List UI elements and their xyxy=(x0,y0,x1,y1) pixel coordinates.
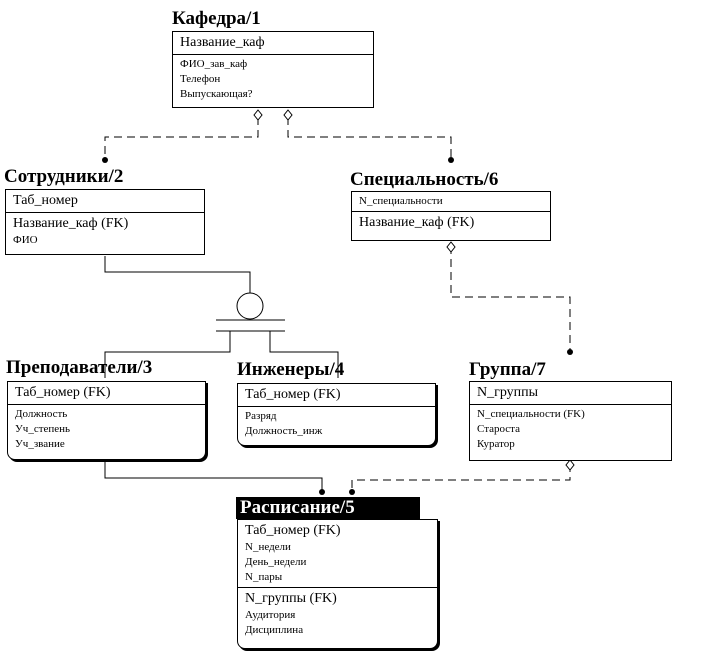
diamond-marker xyxy=(253,109,263,121)
attribute: ФИО xyxy=(13,234,38,246)
key-attribute: Таб_номер (FK) xyxy=(245,387,341,402)
attribute: N_специальности (FK) xyxy=(477,408,585,420)
rel-specialnost-gruppa xyxy=(450,246,571,352)
key-attribute: День_недели xyxy=(245,556,307,568)
entity-title-specialnost: Специальность/6 xyxy=(350,169,499,190)
entity-key-section: Название_каф xyxy=(173,32,373,54)
entity-title-inzhenery: Инженеры/4 xyxy=(237,359,345,380)
entity-attr-section: Разряд Должность_инж xyxy=(238,406,435,441)
cardinality-dot xyxy=(349,489,355,495)
attribute: Куратор xyxy=(477,438,515,450)
subtype-circle xyxy=(236,292,264,320)
rel-kafedra-specialnost xyxy=(287,117,452,160)
entity-attr-section: Название_каф (FK) xyxy=(352,211,550,234)
key-attribute: N_пары xyxy=(245,571,283,583)
attribute: Староста xyxy=(477,423,520,435)
entity-gruppa[interactable]: N_группы N_специальности (FK) Староста К… xyxy=(469,381,672,461)
attribute: Название_каф (FK) xyxy=(13,216,129,231)
cardinality-dot xyxy=(567,349,573,355)
key-attribute: N_специальности xyxy=(359,195,443,207)
entity-key-section: Таб_номер (FK) xyxy=(238,384,435,406)
rel-prepodavateli-raspisanie xyxy=(104,462,323,492)
cardinality-dot xyxy=(102,157,108,163)
cardinality-dot xyxy=(319,489,325,495)
entity-attr-section: Название_каф (FK) ФИО xyxy=(6,212,204,250)
entity-attr-section: N_специальности (FK) Староста Куратор xyxy=(470,404,671,454)
attribute: Должность xyxy=(15,408,68,420)
key-attribute: Таб_номер (FK) xyxy=(245,523,341,538)
attribute: Название_каф (FK) xyxy=(359,215,475,230)
entity-attr-section: N_группы (FK) Аудитория Дисциплина xyxy=(238,587,437,640)
attribute: Аудитория xyxy=(245,609,296,621)
diamond-marker xyxy=(283,109,293,121)
attribute: N_группы (FK) xyxy=(245,591,337,606)
entity-sotrudniki[interactable]: Таб_номер Название_каф (FK) ФИО xyxy=(5,189,205,255)
attribute: Уч_степень xyxy=(15,423,71,435)
key-attribute: N_группы xyxy=(477,385,539,400)
attribute: Разряд xyxy=(245,410,277,422)
attribute: Дисциплина xyxy=(245,624,304,636)
entity-key-section: Таб_номер (FK) xyxy=(8,382,205,404)
rel-gruppa-raspisanie xyxy=(351,464,571,492)
entity-title-gruppa: Группа/7 xyxy=(469,359,546,380)
attribute: ФИО_зав_каф xyxy=(180,58,248,70)
entity-title-raspisanie: Расписание/5 xyxy=(236,497,420,519)
entity-key-section: Таб_номер (FK) N_недели День_недели N_па… xyxy=(238,520,437,587)
entity-kafedra[interactable]: Название_каф ФИО_зав_каф Телефон Выпуска… xyxy=(172,31,374,108)
key-attribute: N_недели xyxy=(245,541,291,553)
entity-inzhenery[interactable]: Таб_номер (FK) Разряд Должность_инж xyxy=(237,383,436,446)
key-attribute: Название_каф xyxy=(180,35,265,50)
attribute: Должность_инж xyxy=(245,425,323,437)
attribute: Уч_звание xyxy=(15,438,65,450)
entity-attr-section: Должность Уч_степень Уч_звание xyxy=(8,404,205,454)
key-attribute: Таб_номер (FK) xyxy=(15,385,111,400)
entity-title-sotrudniki: Сотрудники/2 xyxy=(4,166,124,187)
diamond-marker xyxy=(446,241,456,253)
entity-attr-section: ФИО_зав_каф Телефон Выпускающая? xyxy=(173,54,373,104)
attribute: Телефон xyxy=(180,73,221,85)
entity-raspisanie[interactable]: Таб_номер (FK) N_недели День_недели N_па… xyxy=(237,519,438,649)
entity-key-section: N_специальности xyxy=(352,192,550,211)
rel-kafedra-sotrudniki xyxy=(104,117,259,160)
entity-key-section: N_группы xyxy=(470,382,671,404)
key-attribute: Таб_номер xyxy=(13,193,78,208)
entity-title-prepodavateli: Преподаватели/3 xyxy=(6,357,153,378)
entity-specialnost[interactable]: N_специальности Название_каф (FK) xyxy=(351,191,551,241)
entity-title-kafedra: Кафедра/1 xyxy=(172,8,261,29)
diamond-marker xyxy=(565,459,575,471)
cardinality-dot xyxy=(448,157,454,163)
attribute: Выпускающая? xyxy=(180,88,253,100)
rel-sotrudniki-subtype xyxy=(104,256,251,293)
entity-prepodavateli[interactable]: Таб_номер (FK) Должность Уч_степень Уч_з… xyxy=(7,381,206,460)
entity-key-section: Таб_номер xyxy=(6,190,204,212)
